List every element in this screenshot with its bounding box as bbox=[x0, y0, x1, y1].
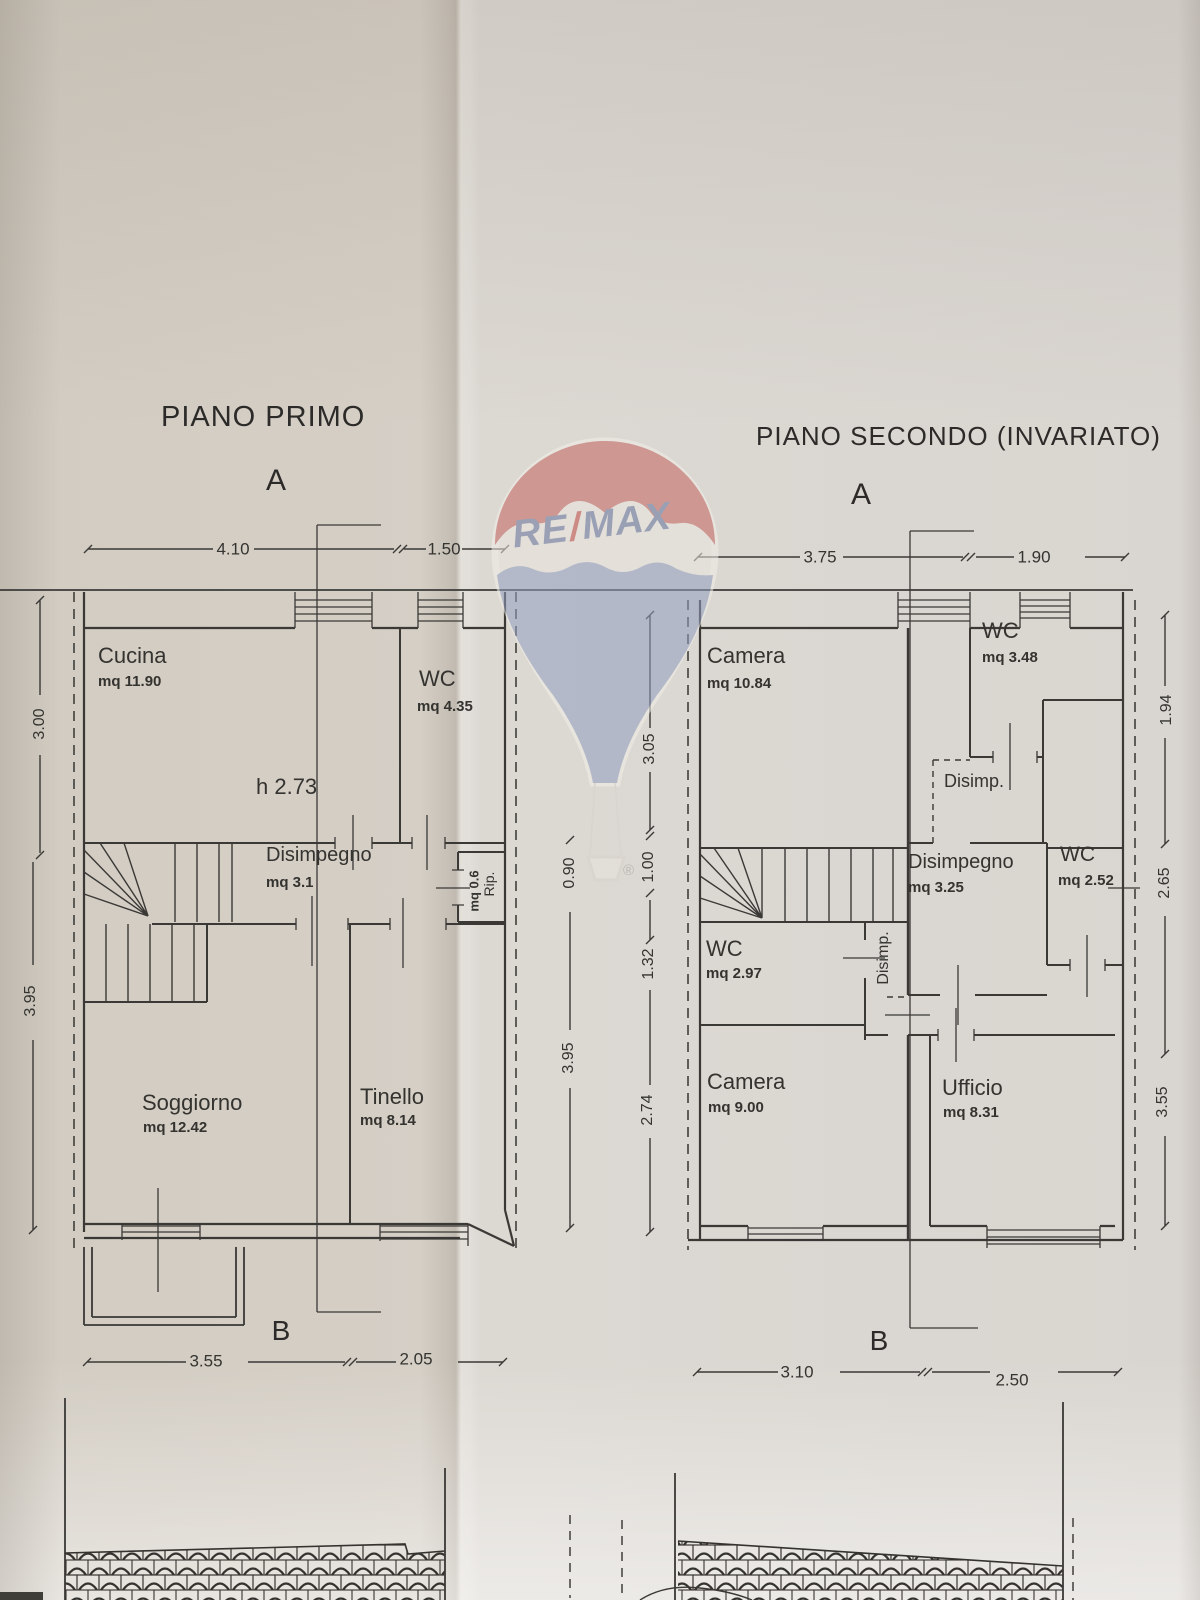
plan1-door-marks bbox=[157, 815, 470, 1292]
room-wc348-name: WC bbox=[982, 618, 1019, 643]
plan1-title: PIANO PRIMO bbox=[161, 401, 366, 433]
room-wc1-area: mq 4.35 bbox=[417, 698, 473, 715]
plan2-dim-right-2: 3.55 bbox=[1154, 1086, 1171, 1118]
room-ufficio-area: mq 8.31 bbox=[943, 1104, 999, 1121]
plan1-dim-bottom-0: 3.55 bbox=[189, 1351, 223, 1371]
plan2-dim-mid-1: 1.00 bbox=[640, 851, 657, 883]
room-cucina-area: mq 11.90 bbox=[98, 673, 162, 690]
plan2-title: PIANO SECONDO (INVARIATO) bbox=[756, 421, 1161, 451]
plan2-section-a: A bbox=[850, 478, 872, 511]
room-camera1-area: mq 10.84 bbox=[707, 675, 772, 692]
plan1-section-line bbox=[316, 524, 381, 1313]
room-wc252-area: mq 2.52 bbox=[1058, 872, 1114, 889]
plan2-dim-right-1: 2.65 bbox=[1156, 867, 1173, 899]
room-tinello-name: Tinello bbox=[360, 1084, 424, 1109]
plan1-dimension-lines bbox=[28, 544, 655, 1367]
room-ufficio-name: Ufficio bbox=[942, 1075, 1003, 1100]
room-rip-area: mq 0.6 bbox=[466, 870, 482, 912]
plan1-section-b: B bbox=[271, 1315, 291, 1346]
room-cucina-name: Cucina bbox=[98, 643, 167, 668]
room-disimpegno1-name: Disimpegno bbox=[266, 844, 372, 866]
plan1-dim-mid-1: 3.95 bbox=[560, 1042, 577, 1074]
plan1-balcony bbox=[83, 1247, 245, 1326]
room-disimp-top-name: Disimp. bbox=[944, 771, 1005, 791]
plan1-dim-left-1: 3.95 bbox=[22, 985, 39, 1017]
height-note: h 2.73 bbox=[256, 774, 318, 799]
plan2-section-b: B bbox=[869, 1325, 889, 1356]
plan2-dim-top-0: 3.75 bbox=[803, 547, 837, 567]
plan2-staircase bbox=[699, 847, 894, 922]
plan2-dim-mid-3: 2.74 bbox=[639, 1094, 656, 1126]
room-disimpegno2-name: Disimpegno bbox=[908, 851, 1014, 873]
plan2-dim-bottom-0: 3.10 bbox=[780, 1362, 814, 1382]
plan2-door-marks bbox=[843, 723, 1140, 1062]
plan1-section-a: A bbox=[265, 464, 287, 497]
room-wc252-name: WC bbox=[1060, 843, 1095, 866]
plan2-section-line bbox=[909, 530, 978, 1329]
room-wc297-name: WC bbox=[706, 936, 743, 961]
plan2-dim-mid-0: 3.05 bbox=[641, 733, 658, 765]
room-camera1-name: Camera bbox=[707, 643, 786, 668]
room-disimpegno1-area: mq 3.1 bbox=[266, 874, 314, 891]
room-rip-name: Rip. bbox=[481, 871, 497, 897]
room-camera2-area: mq 9.00 bbox=[708, 1099, 764, 1116]
roof-fragment bbox=[0, 1398, 1074, 1600]
plan2-dim-right-0: 1.94 bbox=[1158, 694, 1175, 726]
plan1-dim-left-0: 3.00 bbox=[31, 708, 48, 740]
boundary-dashed-lines bbox=[73, 592, 1136, 1250]
room-camera2-name: Camera bbox=[707, 1069, 786, 1094]
plan2-dim-bottom-1: 2.50 bbox=[995, 1370, 1029, 1390]
plan1-dim-mid-0: 0.90 bbox=[561, 857, 578, 889]
plan2-walls bbox=[688, 592, 1125, 1242]
plan2-windows bbox=[747, 592, 1101, 1248]
plan1-staircase bbox=[83, 842, 233, 1002]
room-wc348-area: mq 3.48 bbox=[982, 649, 1038, 666]
plan1-dim-top-1: 1.50 bbox=[427, 539, 461, 559]
plan2-dashed-partition bbox=[887, 759, 970, 998]
plan2-dim-top-1: 1.90 bbox=[1017, 547, 1051, 567]
plan2-dim-mid-2: 1.32 bbox=[640, 948, 657, 980]
plan1-windows bbox=[121, 592, 469, 1246]
room-soggiorno-area: mq 12.42 bbox=[143, 1119, 208, 1136]
room-wc297-area: mq 2.97 bbox=[706, 965, 762, 982]
room-disimp-mid-name: Disimp. bbox=[875, 931, 892, 985]
room-tinello-area: mq 8.14 bbox=[360, 1112, 416, 1129]
plan2-dimension-lines bbox=[692, 552, 1170, 1377]
plan1-dim-bottom-1: 2.05 bbox=[399, 1349, 433, 1369]
room-wc1-name: WC bbox=[419, 666, 456, 691]
plan1-dim-top-0: 4.10 bbox=[216, 539, 250, 559]
room-soggiorno-name: Soggiorno bbox=[142, 1090, 243, 1115]
room-disimpegno2-area: mq 3.25 bbox=[908, 879, 964, 896]
plan1-walls bbox=[82, 592, 516, 1247]
